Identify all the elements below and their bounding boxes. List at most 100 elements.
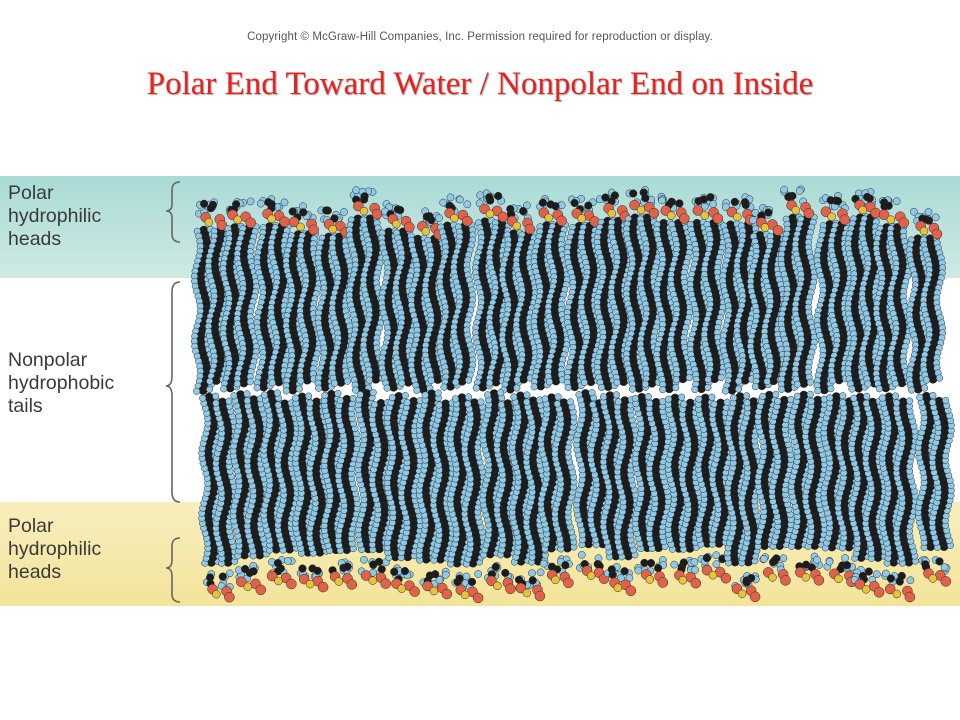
hydrogen-atom (795, 187, 804, 195)
phosphorus-atom (267, 214, 276, 224)
label-polar-heads-top: Polar hydrophilic heads (8, 182, 102, 250)
hydrogen-atom (253, 384, 261, 392)
carbon-atom (302, 375, 312, 385)
hydrogen-atom (315, 384, 323, 392)
hydrogen-atom (398, 379, 406, 387)
carbon-atom (641, 194, 650, 203)
carbon-atom (206, 204, 216, 213)
hydrogen-atom (513, 384, 521, 392)
carbon-atom (422, 212, 431, 221)
hydrogen-atom (875, 385, 883, 393)
label-polar-heads-bottom: Polar hydrophilic heads (8, 515, 102, 583)
carbon-atom (536, 381, 546, 391)
oxygen-atom (308, 224, 319, 236)
carbon-atom (259, 382, 269, 392)
phosphorus-atom (700, 211, 710, 220)
carbon-atom (505, 384, 515, 394)
carbon-atom (629, 189, 638, 198)
hydrogen-atom (485, 379, 494, 387)
carbon-atom (389, 382, 399, 392)
carbon-atom (491, 377, 501, 387)
carbon-atom (433, 374, 443, 384)
carbon-atom (784, 192, 793, 201)
hydrogen-atom (472, 384, 480, 392)
carbon-atom (586, 376, 596, 387)
oxygen-atom (772, 225, 784, 236)
oxygen-atom (462, 215, 473, 227)
brace-bottom-heads (165, 537, 181, 603)
oxygen-atom (839, 214, 850, 225)
hydrogen-atom (297, 377, 305, 385)
brace-tails (165, 281, 181, 503)
carbon-atom (699, 195, 708, 204)
hydrogen-atom (257, 199, 265, 208)
hydrogen-atom (778, 385, 786, 393)
carbon-atom (200, 199, 209, 208)
carbon-atom (551, 202, 560, 211)
hydrogen-atom (282, 387, 290, 395)
hydrogen-atom (763, 377, 771, 386)
carbon-atom (584, 201, 593, 210)
hydrogen-atom (246, 378, 254, 386)
carbon-atom (826, 196, 835, 205)
phosphorus-atom (607, 209, 617, 218)
hydrogen-atom (908, 386, 916, 394)
hydrogen-atom (220, 385, 228, 393)
oxygen-atom (648, 207, 660, 219)
hydrogen-atom (704, 383, 712, 392)
carbon-atom (494, 191, 503, 201)
hydrogen-atom (780, 185, 789, 194)
oxygen-atom (712, 213, 724, 224)
oxygen-atom (803, 208, 815, 219)
carbon-atom (619, 376, 629, 386)
carbon-atom (819, 385, 829, 395)
hydrogen-atom (613, 378, 621, 386)
carbon-atom (371, 374, 381, 384)
hydrogen-atom (891, 380, 899, 388)
oxygen-atom (524, 223, 536, 235)
hydrogen-atom (717, 373, 725, 382)
phosphorus-atom (827, 212, 836, 221)
hydrogen-atom (749, 216, 757, 225)
hydrogen-atom (735, 377, 743, 385)
hydrogen-atom (343, 377, 352, 385)
phosphorus-atom (636, 205, 646, 215)
carbon-atom (710, 373, 720, 384)
hydrogen-atom (383, 384, 391, 392)
slide-title: Polar End Toward Water / Nonpolar End on… (146, 66, 814, 102)
hydrogen-atom (427, 376, 435, 384)
oxygen-atom (404, 221, 415, 233)
hydrogen-atom (295, 385, 303, 393)
oxygen-atom (497, 211, 509, 223)
hydrogen-atom (580, 378, 588, 387)
carbon-atom (833, 197, 843, 206)
hydrogen-atom (691, 385, 699, 394)
oxygen-atom (216, 220, 228, 231)
hydrogen-atom (452, 378, 460, 386)
phosphorus-atom (296, 222, 305, 232)
phosphorus-atom (421, 227, 431, 236)
carbon-atom (740, 198, 750, 207)
phosphorus-atom (450, 213, 459, 223)
phosphorus-atom (886, 215, 896, 224)
carbon-atom (667, 197, 676, 206)
phosphorus-atom (233, 215, 242, 225)
hydrogen-atom (476, 191, 485, 200)
hydrogen-atom (352, 186, 361, 195)
phosphorus-atom (733, 212, 742, 222)
hydrogen-atom (530, 383, 538, 391)
hydrogen-atom (440, 383, 448, 391)
hydrogen-atom (659, 386, 667, 394)
carbon-atom (913, 384, 923, 394)
hydrogen-atom (672, 384, 680, 392)
copyright-notice: Copyright © McGraw-Hill Companies, Inc. … (247, 31, 713, 43)
hydrogen-atom (827, 385, 835, 393)
hydrogen-atom (672, 376, 680, 384)
carbon-atom (730, 197, 739, 206)
carbon-atom (519, 207, 528, 216)
hydrogen-atom (848, 385, 856, 393)
hydrogen-atom (628, 385, 637, 393)
phosphorus-atom (760, 223, 770, 232)
hydrogen-atom (413, 386, 421, 394)
carbon-atom (322, 206, 331, 215)
